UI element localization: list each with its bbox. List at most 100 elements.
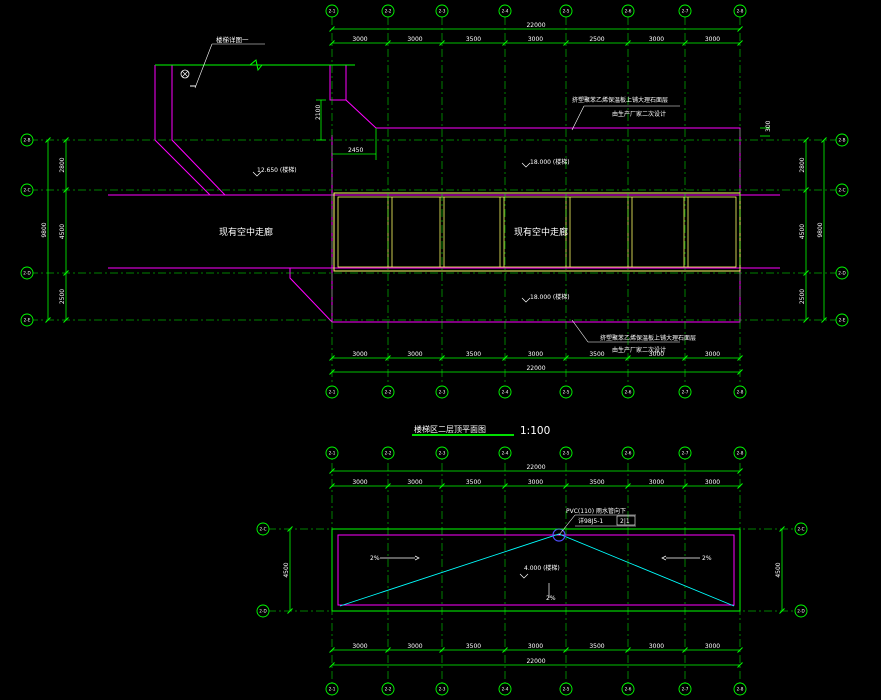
slope-center: 2% [546,595,556,602]
plan2-scale: 1:100 [520,425,550,437]
plan2-top-axis-0-label: 2-1 [329,451,336,456]
plan2-top-dim-tick-3 [502,483,508,489]
plan2-top-axis-7 [733,446,747,460]
plan2-bottom-dim-value-5: 3000 [649,643,664,650]
plan2-right-axis-0-label: 2-C [797,527,804,532]
corridor-label-right: 现有空中走廊 [514,226,568,238]
plan1-left-axis-1 [20,183,34,197]
plan2-left-dim-value-0: 4500 [283,562,290,577]
plan1-top-dim-value-4: 2500 [589,36,604,43]
plan1-bottom-axis-0-label: 2-1 [329,390,336,395]
plan1-top-dim-value-5: 3000 [649,36,664,43]
plan1-left-dim-tick-1 [63,187,69,193]
plan1-top-axis-4-label: 2-5 [563,9,570,14]
corridor-frame-inner [337,196,737,268]
stair-symbol [180,69,196,87]
plan2-right-dim-value-0: 4500 [775,562,782,577]
plan2-top-dim-tick-0 [329,483,335,489]
plan1-left-total: 9800 [41,222,48,237]
plan2-bottom-axis-1-label: 2-2 [385,687,392,692]
note-top-2: 由生产厂家二次设计 [612,110,666,118]
plan2-bottom-dim-tick-5 [625,647,631,653]
plan1-bottom-axis-5-label: 2-6 [625,390,632,395]
plan2-bottom-dim-tick-2 [439,647,445,653]
plan1-bottom-axis-2 [435,385,449,399]
plan1-bottom-dim-value-5: 3000 [649,351,664,358]
drain-ref: 详98J5-1 [578,517,603,525]
plan2-bottom-axis-4 [559,682,573,696]
leader-note-top [571,105,585,131]
plan2-bottom-dim-value-0: 3000 [352,643,367,650]
plan1-top-axis-3 [498,4,512,18]
plan1-right-axis-3 [835,313,849,327]
plan2-bottom-total-tick-l [329,662,335,668]
plan1-top-axis-1-label: 2-2 [385,9,392,14]
plan1-left-dim-tick-3 [63,317,69,323]
plan1-top-axis-6 [678,4,692,18]
plan2-top-total-tick-l [329,468,335,474]
plan2-left-dim-tick-0 [287,526,293,532]
plan1-top-dim-value-2: 3500 [466,36,481,43]
plan2-bottom-axis-6-label: 2-7 [682,687,689,692]
plan2-top-axis-1-label: 2-2 [385,451,392,456]
room-outline-bottom [289,268,741,323]
plan2-left-dim-tick-1 [287,608,293,614]
drain-tag-box [616,515,636,526]
plan2-bottom-total: 22000 [526,658,545,665]
plan2-left-axis-0-label: 2-C [259,527,266,532]
plan1-bottom-total-tick-r [737,369,743,375]
plan2-top-axis-5-label: 2-6 [625,451,632,456]
plan1-top-total-tick-r [737,26,743,32]
plan2-bottom-dim-tick-3 [502,647,508,653]
plan1-top-axis-6-label: 2-7 [682,9,689,14]
plan2-top-dim-value-2: 3500 [466,479,481,486]
plan1-left-axis-2 [20,266,34,280]
note-bottom-2: 由生产厂家二次设计 [612,346,666,354]
plan2-bottom-dim-value-1: 3000 [407,643,422,650]
drain-note: PVC(110) 雨水管向下 [566,507,626,515]
plan2-bottom-dim-tick-0 [329,647,335,653]
plan1-top-dim-tick-1 [385,40,391,46]
plan1-left-dim-tick-2 [63,270,69,276]
plan1-top-dim-tick-4 [563,40,569,46]
plan1-left-dim-value-1: 4500 [59,224,66,239]
plan2-top-dim-tick-7 [737,483,743,489]
plan1-right-axis-1 [835,183,849,197]
plan1-right-axis-2-label: 2-D [838,271,845,276]
plan1-right-dim-tick-1 [803,187,809,193]
plan2-top-dim-value-6: 3000 [705,479,720,486]
plan1-bottom-dim-tick-0 [329,355,335,361]
plan1-bottom-dim-value-4: 3500 [589,351,604,358]
plan1-bottom-axis-2-label: 2-3 [439,390,446,395]
stair-tower-right-inner [329,65,346,101]
plan2-top-axis-3 [498,446,512,460]
plan2-top-axis-0 [325,446,339,460]
plan1-right-dim-tick-3 [803,317,809,323]
plan2-right-axis-1-label: 2-D [797,609,804,614]
plan2-outline [331,434,741,612]
plan1-bottom-axis-6 [678,385,692,399]
corridor-mullions [387,197,689,267]
plan1-left-axis-0-label: 2-B [24,138,31,143]
plan1-top-axis-1 [381,4,395,18]
note-bottom-1: 挤塑聚苯乙烯保温板上铺大理石面层 [600,334,696,342]
plan1-bottom-dim-tick-5 [625,355,631,361]
plan2-right-axis-0 [794,522,808,536]
plan2-left-axis-1 [256,604,270,618]
plan1-top-axis-7-label: 2-8 [737,9,744,14]
plan2-top-total: 22000 [526,464,545,471]
drain-tag: 2|1 [620,518,630,525]
level-mid-bottom: 18.000 (楼梯) [530,293,570,301]
level-mark-1 [521,162,531,168]
plan2-bottom-axis-3 [498,682,512,696]
slope-left: 2% [370,555,380,562]
roof-ridge [339,533,735,607]
plan1-bottom-dim-tick-3 [502,355,508,361]
plan2-top-axis-3-label: 2-4 [502,451,509,456]
plan1-top-axis-3-label: 2-4 [502,9,509,14]
plan2-top-dim-value-0: 3000 [352,479,367,486]
plan1-top-dim-value-3: 3000 [528,36,543,43]
plan2-title: 楼梯区二层顶平面图 [414,424,486,434]
